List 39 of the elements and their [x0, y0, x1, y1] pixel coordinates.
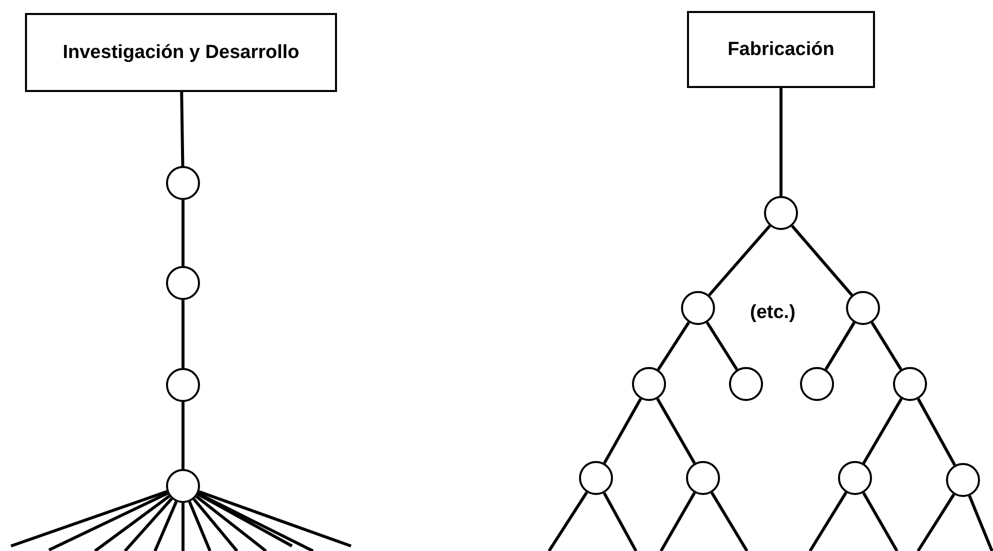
connector-line [870, 322, 902, 370]
process-box [25, 13, 337, 92]
note-text: (etc.) [750, 301, 796, 325]
connector-line [198, 490, 352, 548]
connector-line [124, 498, 173, 551]
connector-line [602, 492, 638, 551]
connector-line [824, 322, 856, 370]
connector-line [182, 402, 184, 469]
connector-line [916, 398, 956, 466]
connector-line [660, 492, 696, 551]
connector-line [154, 501, 178, 551]
connector-line [968, 495, 993, 551]
connector-line [603, 398, 642, 464]
connector-line [808, 492, 848, 551]
connector-line [195, 495, 267, 551]
connector-line [916, 494, 956, 551]
connector-line [10, 490, 168, 548]
connector-line [182, 503, 184, 551]
connector-line [48, 492, 168, 551]
connector-line [182, 200, 184, 266]
connector-line [198, 492, 314, 551]
connector-line [656, 398, 696, 464]
connector-line [197, 492, 293, 548]
connector-line [710, 492, 748, 551]
box-label: Investigación y Desarrollo [62, 40, 300, 64]
connector-line [192, 498, 238, 551]
connector-line [548, 491, 588, 551]
connector-line [706, 322, 738, 370]
connector-line [656, 321, 690, 371]
process-box [687, 11, 875, 88]
box-label: Fabricación [726, 38, 836, 62]
connector-line [188, 501, 212, 551]
connector-line [862, 492, 898, 551]
connector-line [780, 88, 782, 196]
connector-line [94, 494, 170, 551]
connector-line [182, 300, 184, 368]
connector-line [708, 224, 771, 296]
connector-line [790, 224, 854, 296]
connector-line [180, 92, 184, 166]
